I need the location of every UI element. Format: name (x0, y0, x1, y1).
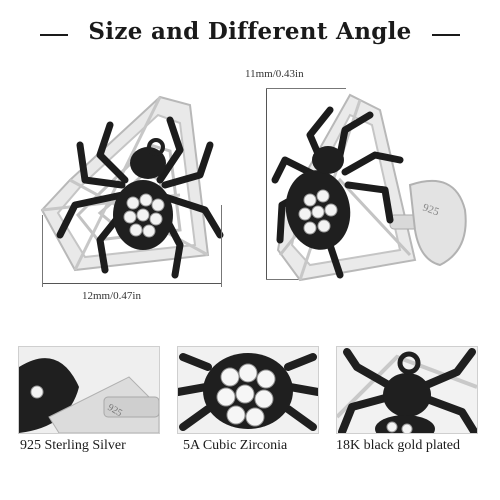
caption-cubic-zirconia: 5A Cubic Zirconia (183, 438, 288, 453)
width-dimension-label: 12mm/0.47in (82, 290, 141, 302)
height-tick-top (266, 88, 346, 89)
side-earring-image: 925 (271, 93, 467, 282)
cubic-zirconia-closeup-image (178, 347, 318, 433)
caption-black-gold-plated: 18K black gold plated (336, 438, 461, 453)
width-dimension-line (42, 283, 222, 284)
thumb-sterling-silver: 925 (18, 346, 160, 434)
height-tick-bottom (266, 279, 306, 280)
front-earring-image (40, 95, 224, 279)
stamp-925-text: 925 (421, 202, 441, 219)
width-tick-right (221, 205, 222, 287)
title-row: Size and Different Angle (0, 18, 500, 48)
title-left-rule (40, 34, 68, 36)
side-view-panel: 11mm/0.43in 925 (240, 60, 485, 320)
page-title: Size and Different Angle (88, 18, 412, 45)
thumb-cubic-zirconia (177, 346, 319, 434)
caption-sterling-silver: 925 Sterling Silver (20, 438, 126, 453)
height-dimension-line (266, 88, 267, 280)
thumb-black-gold-plated (336, 346, 478, 434)
height-dimension-label: 11mm/0.43in (245, 68, 304, 80)
width-tick-left (42, 215, 43, 287)
sterling-silver-closeup-image: 925 (19, 347, 159, 433)
black-gold-closeup-image (337, 347, 477, 433)
title-right-rule (432, 34, 460, 36)
front-view-panel: 12mm/0.47in (30, 85, 240, 320)
